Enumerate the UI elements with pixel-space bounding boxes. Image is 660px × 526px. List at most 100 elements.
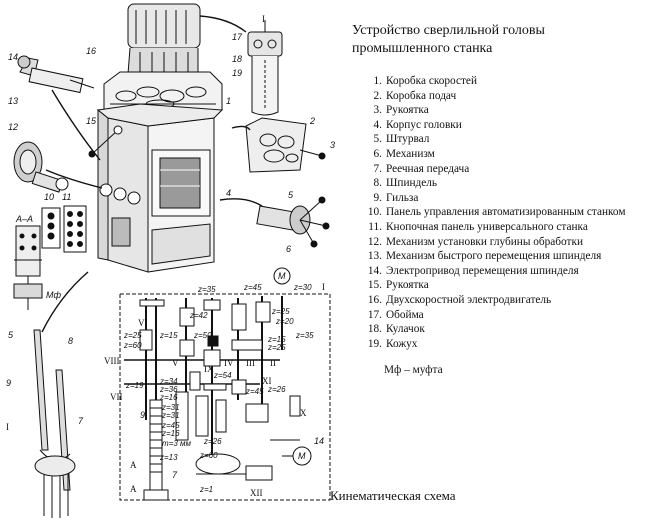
legend-item-1: 1.Коробка скоростей [364,74,660,89]
legend-text: Корпус головки [386,118,462,131]
legend-list: 1.Коробка скоростей 2.Коробка подач 3. Ру… [364,74,660,351]
callout-4: 4 [226,188,231,198]
motor-label-right: M [298,451,306,461]
z-15: z=15 [159,331,178,340]
callout-1: 1 [226,96,231,106]
z-16: z=16 [159,393,178,402]
legend-item-7: 7. Реечная передача [364,162,660,177]
legend-num: 7. [373,162,382,175]
callout-14-k: 14 [314,436,324,446]
title-line-1: Устройство сверлильной головы [352,23,545,38]
legend-text: Панель управления автоматизированным ста… [386,206,626,219]
z-60-b: z=60 [199,451,218,460]
legend-item-17: 17. Обойма [364,308,660,323]
legend-item-15: 15.Рукоятка [364,278,660,293]
callout-7-k: 7 [172,470,178,480]
legend-num: 2. [373,89,382,102]
z-35-b: z=35 [295,331,314,340]
callout-9-k: 9 [140,410,145,420]
shaft-IX: IX [204,364,214,374]
module-3mm: m=3 мм [162,439,191,448]
callout-12: 12 [8,122,18,132]
connector-arcs [41,15,263,333]
z-20: z=20 [275,317,294,326]
legend-item-4: 4.Корпус головки [364,118,660,133]
callout-19: 19 [232,68,242,78]
z-54: z=54 [213,371,232,380]
legend-num: 6. [373,147,382,160]
legend-item-6: 6. Механизм [364,147,660,162]
control-panels-10-11 [41,205,87,253]
callout-17: 17 [232,32,243,42]
legend-item-12: 12. Механизм установки глубины обработки [364,235,660,250]
shaft-VIII: VIII [104,356,120,366]
z-13: z=13 [159,453,178,462]
callout-mf: Мф [46,290,61,300]
callout-6: 6 [286,244,291,254]
legend-item-13: 13.Механизм быстрого перемещения шпиндел… [364,249,660,264]
legend-num: 11. [368,220,382,233]
legend-item-9: 9.Гильза [364,191,660,206]
legend-text: Кулачок [386,323,425,336]
z-30-top: z=30 [293,283,312,292]
legend-text: Реечная передача [386,162,470,175]
head-housing-4 [96,103,224,273]
callout-14: 14 [8,52,18,62]
z-36: z=36 [159,385,178,394]
legend-text: Механизм [386,147,435,160]
shaft-XI: XI [262,376,272,386]
label-A-2: A [130,484,137,494]
page-title: Устройство сверлильной головы промышленн… [352,22,652,58]
z-50: z=50 [193,331,212,340]
spindle-cap-17-19 [247,20,283,116]
z-60: z=60 [123,341,142,350]
section-aa [13,225,43,310]
shaft-assembly-13-14 [17,55,95,94]
shaft-XII: XII [250,488,263,498]
legend-item-16: 16.Двухскоростной электродвигатель [364,293,660,308]
z-16-b: z=16 [161,429,180,438]
legend-text: Двухскоростной электродвигатель [386,293,552,306]
motor-16 [127,3,201,75]
z-1: z=1 [199,485,213,494]
legend-item-10: 10. Панель управления автоматизированным … [364,205,660,220]
handwheel-5-6 [256,196,330,248]
callout-5: 5 [288,190,294,200]
legend-num: 10. [367,206,382,219]
kinematic-scheme [119,267,331,501]
shaft-III: III [246,358,255,368]
legend-num: 1. [373,75,382,87]
z-26: z=26 [267,385,286,394]
legend-text: Механизм установки глубины обработки [386,235,584,248]
legend-num: 5. [373,133,382,146]
legend-text: Штурвал [386,133,430,146]
legend-text: Обойма [386,308,424,321]
legend-num: 14. [367,264,382,277]
callout-8: 8 [68,336,73,346]
z-45-b: z=45 [245,387,264,396]
z-25-b: z=25 [123,331,142,340]
motor-label-top: M [278,271,286,281]
callout-section-I: I [262,14,265,24]
callout-16: 16 [86,46,96,56]
callout-5b: 5 [8,330,14,340]
legend-num: 12. [367,235,382,248]
z-31: z=31 [161,403,180,412]
callout-13: 13 [8,96,18,106]
legend-num: 8. [373,177,382,190]
legend-text: Кнопочная панель универсального станка [386,220,588,233]
legend-text: Рукоятка [386,104,429,117]
depth-mechanism-12 [13,141,69,193]
shaft-VI: VI [138,318,148,328]
z-31-b: z=31 [161,411,180,420]
z-15-b: z=15 [267,335,286,344]
legend-num: 17. [367,308,382,321]
shaft-IV: IV [224,358,234,368]
callout-section-aa: А–А [15,214,33,224]
legend-num: 9. [373,191,382,204]
legend-num: 3. [373,104,382,117]
kinematic-labels: z=35 z=45 z=30 I z=42 z=25 z=20 z=15 z=2… [104,282,325,498]
legend-num: 13. [367,250,382,263]
legend-item-2: 2.Коробка подач [364,89,660,104]
